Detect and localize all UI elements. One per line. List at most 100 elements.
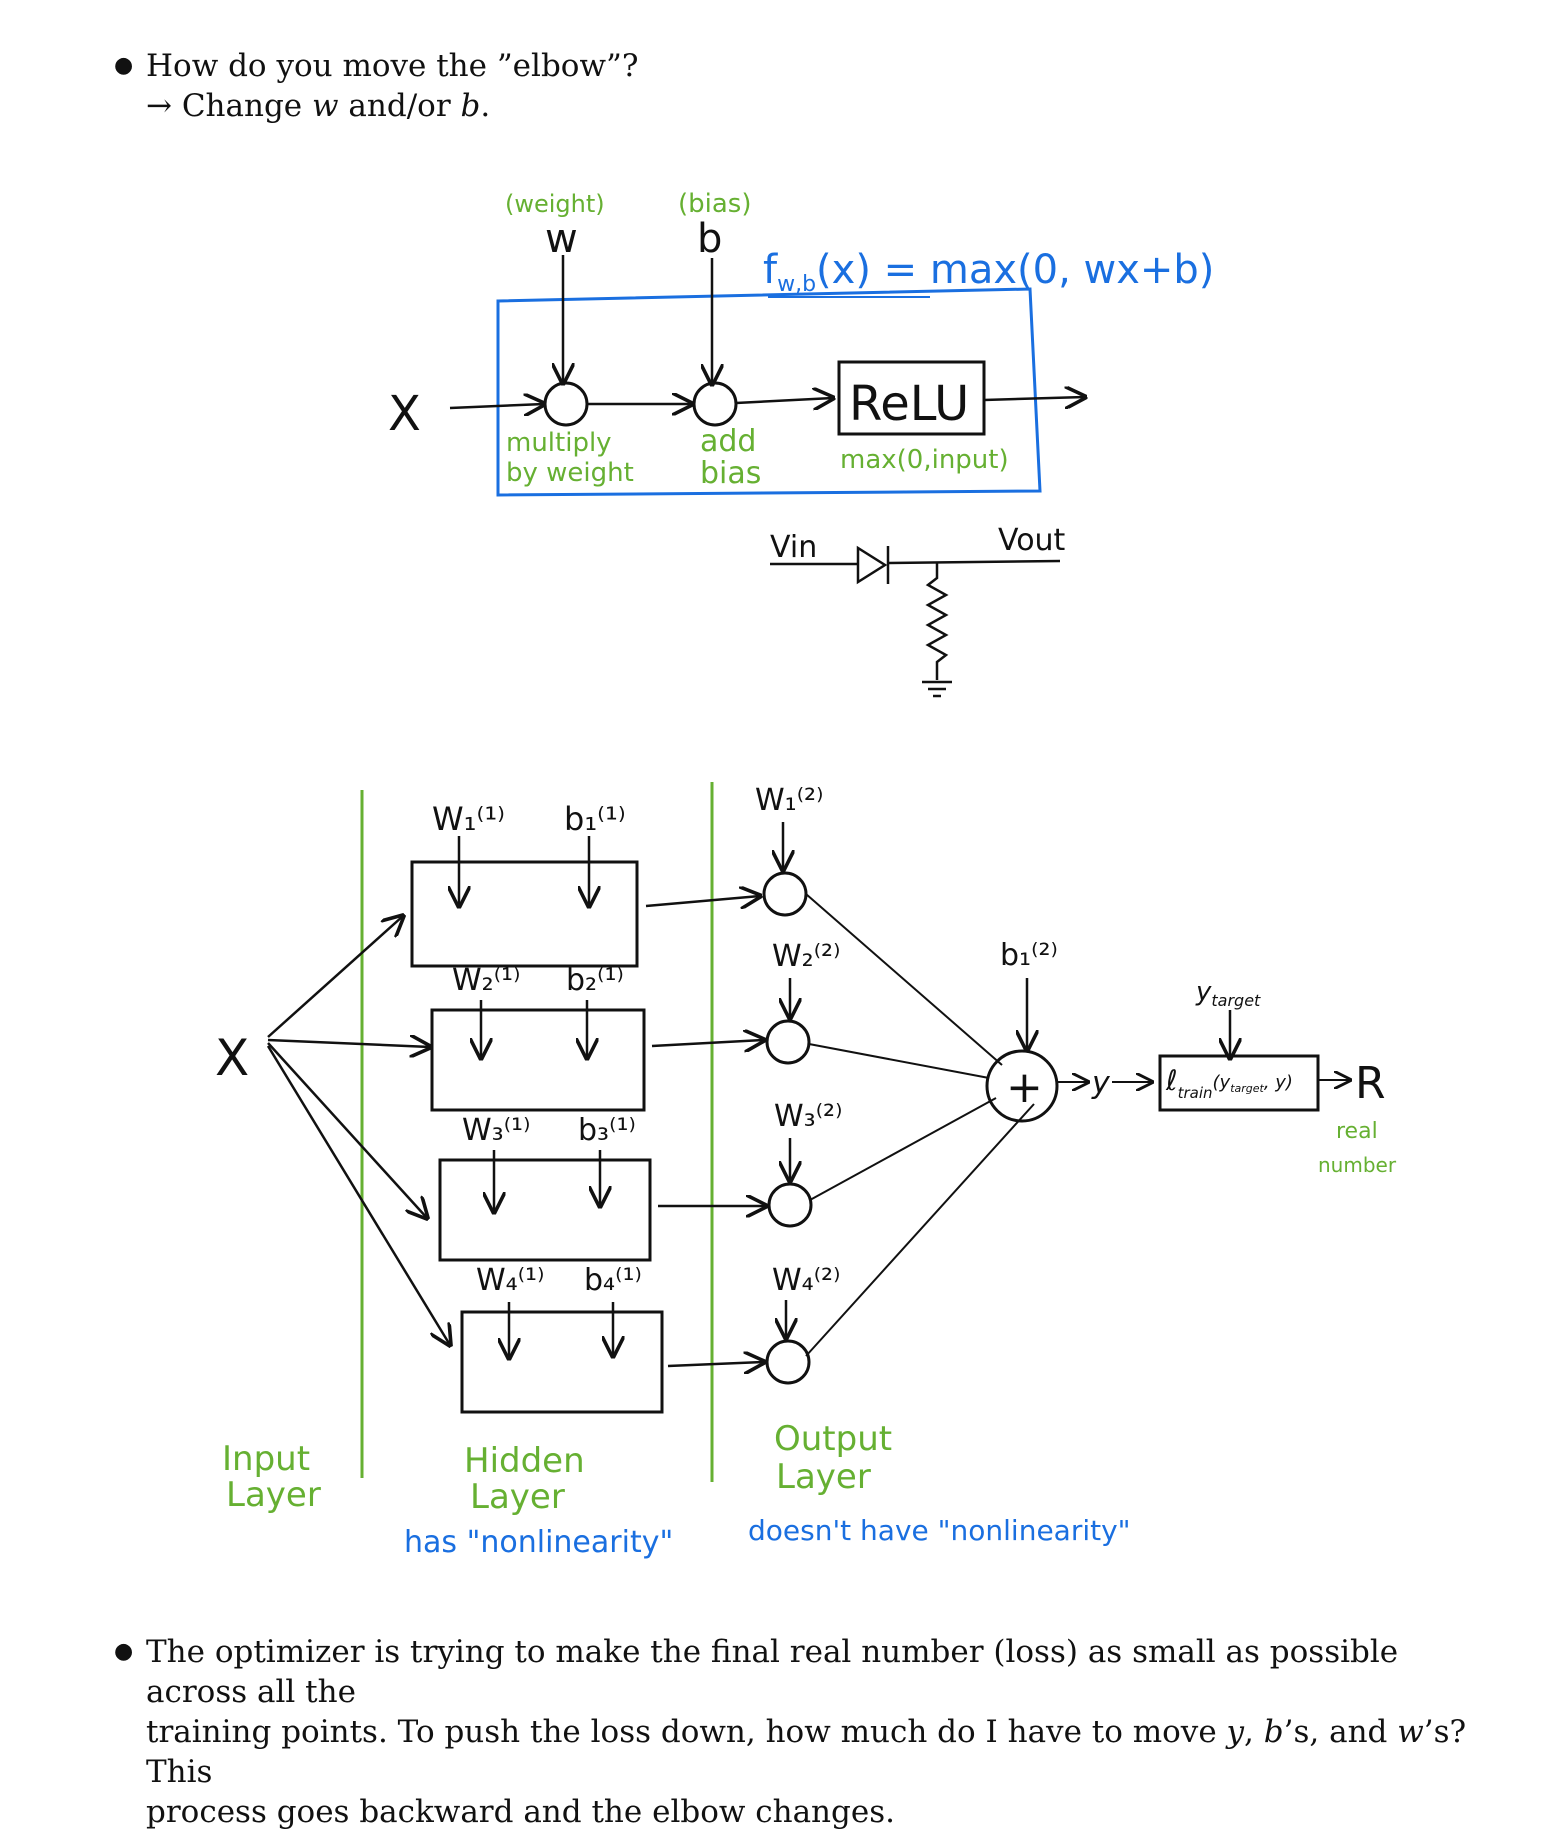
output-layer-label-1: Output <box>774 1419 892 1459</box>
output-weight-2: W₂⁽²⁾ <box>772 939 840 974</box>
hidden-weight-3: W₃⁽¹⁾ <box>462 1113 530 1148</box>
relu-output-arrow <box>983 397 1085 400</box>
multiply-label-2: by weight <box>506 458 634 488</box>
neuron-diagram: (weight) (bias) w b fw,b(x) = max(0, wx+… <box>388 189 1214 497</box>
w-symbol: w <box>545 216 578 262</box>
bottom-line-2-b: , <box>1244 1714 1264 1750</box>
hidden-1-to-output-1-arrow <box>645 896 760 906</box>
loss-args-sub: target <box>1230 1082 1264 1095</box>
loss-ell: ℓ <box>1165 1064 1178 1097</box>
hidden-bias-1: b₁⁽¹⁾ <box>564 800 626 838</box>
output-weight-1: W₁⁽²⁾ <box>755 783 823 818</box>
diode-circuit: Vin Vout <box>770 523 1066 698</box>
elbow-answer: → Change w and/or b. <box>146 86 1446 126</box>
sum-symbol: + <box>1006 1062 1043 1113</box>
hidden-weight-1: W₁⁽¹⁾ <box>432 800 505 838</box>
diode-triangle <box>856 545 888 585</box>
b-symbol: b <box>697 216 722 262</box>
output-3-to-sum-line <box>809 1097 997 1201</box>
loss-label: ℓtrain(ytarget, y) <box>1165 1064 1293 1102</box>
hidden-neuron-3 <box>438 1158 652 1262</box>
vout-wire <box>887 559 1061 565</box>
weight-note: (weight) <box>505 190 605 218</box>
input-layer-label-1: Input <box>222 1439 310 1479</box>
answer-suffix: . <box>480 88 491 124</box>
result-symbol: R <box>1355 1058 1386 1109</box>
add-node <box>692 381 738 427</box>
hidden-layer-label-2: Layer <box>470 1477 565 1517</box>
bottom-line-2-a: training points. To push the loss down, … <box>146 1714 1227 1750</box>
hidden-weight-2: W₂⁽¹⁾ <box>452 963 520 998</box>
bottom-line-2: training points. To push the loss down, … <box>146 1712 1476 1792</box>
add-label-1: add <box>700 424 756 459</box>
elbow-question: How do you move the ”elbow”? <box>146 48 639 84</box>
bottom-line-2-bvar: b <box>1263 1714 1284 1750</box>
hidden-neuron-1 <box>410 860 639 968</box>
bottom-line-2-w: w <box>1397 1714 1424 1750</box>
sum-node <box>985 1049 1059 1123</box>
output-layer-label-2: Layer <box>776 1457 871 1497</box>
output-4-to-sum-line <box>805 1103 1035 1357</box>
relu-note: max(0,input) <box>840 445 1009 475</box>
vin-label: Vin <box>770 530 817 565</box>
answer-b: b <box>460 88 481 124</box>
hidden-layer-note: has "nonlinearity" <box>404 1525 673 1560</box>
bottom-bullet: ● The optimizer is trying to make the fi… <box>114 1632 1476 1832</box>
function-f: f <box>763 247 778 293</box>
output-node-2 <box>765 1019 811 1065</box>
x-to-hidden-4-arrow <box>266 1045 450 1345</box>
output-weight-3: W₃⁽²⁾ <box>774 1099 842 1134</box>
function-label: fw,b(x) = max(0, wx+b) <box>763 247 1214 297</box>
hidden-weight-4: W₄⁽¹⁾ <box>476 1263 544 1298</box>
bullet-dot: ● <box>114 53 134 78</box>
output-node-1 <box>762 871 808 917</box>
loss-sub: train <box>1178 1084 1213 1102</box>
output-weight-4: W₄⁽²⁾ <box>772 1263 840 1298</box>
output-node-4 <box>765 1339 811 1385</box>
bottom-line-2-c: ’s, and <box>1283 1714 1398 1750</box>
y-symbol: y <box>1091 1066 1111 1101</box>
output-node-3 <box>767 1182 813 1228</box>
output-2-to-sum-line <box>808 1043 990 1079</box>
network-input-symbol: X <box>215 1029 249 1087</box>
function-body: (x) = max(0, wx+b) <box>816 247 1214 293</box>
loss-args-end: , y) <box>1264 1072 1293 1093</box>
bottom-line-2-d: ’s? This <box>146 1714 1467 1790</box>
x-to-hidden-1-arrow <box>267 916 403 1038</box>
y-target-y: y <box>1195 977 1212 1007</box>
answer-w: w <box>312 88 339 124</box>
result-note-1: real <box>1336 1119 1378 1144</box>
hidden-bias-3: b₃⁽¹⁾ <box>578 1113 636 1148</box>
output-bias: b₁⁽²⁾ <box>1000 938 1058 973</box>
relu-label: ReLU <box>849 376 969 432</box>
add-label-2: bias <box>700 456 761 491</box>
top-bullet: ● How do you move the ”elbow”? → Change … <box>114 46 1446 126</box>
input-layer-label-2: Layer <box>226 1475 321 1515</box>
loss-args: (y <box>1213 1072 1231 1093</box>
multiply-label-1: multiply <box>506 428 612 458</box>
relu-box <box>837 360 986 436</box>
loss-box <box>1158 1054 1320 1112</box>
hidden-neuron-4 <box>460 1310 664 1414</box>
hidden-bias-4: b₄⁽¹⁾ <box>584 1263 642 1298</box>
bottom-line-2-y: y <box>1226 1714 1245 1750</box>
bottom-line-1: The optimizer is trying to make the fina… <box>146 1634 1399 1710</box>
x-to-hidden-2-arrow <box>267 1040 430 1047</box>
bullet-dot: ● <box>114 1639 134 1664</box>
input-arrow <box>449 404 544 408</box>
y-target-sub: target <box>1211 991 1261 1010</box>
neuron-input-symbol: X <box>388 386 421 442</box>
neuron-box <box>496 287 1042 497</box>
output-1-to-sum-line <box>805 893 1003 1066</box>
answer-prefix: → Change <box>146 88 313 124</box>
hidden-neuron-2 <box>430 1008 646 1112</box>
x-to-hidden-3-arrow <box>267 1042 427 1218</box>
network-diagram: X W₁⁽¹⁾ b₁⁽¹⁾ W₂⁽¹⁾ b₂⁽¹⁾ W₃⁽¹⁾ b₃⁽¹⁾ W₄… <box>215 782 1397 1560</box>
add-to-relu-arrow <box>735 398 833 403</box>
output-layer-note: doesn't have "nonlinearity" <box>748 1514 1131 1547</box>
answer-mid: and/or <box>338 88 461 124</box>
y-target-label: ytarget <box>1195 977 1261 1010</box>
bias-note: (bias) <box>678 189 752 219</box>
